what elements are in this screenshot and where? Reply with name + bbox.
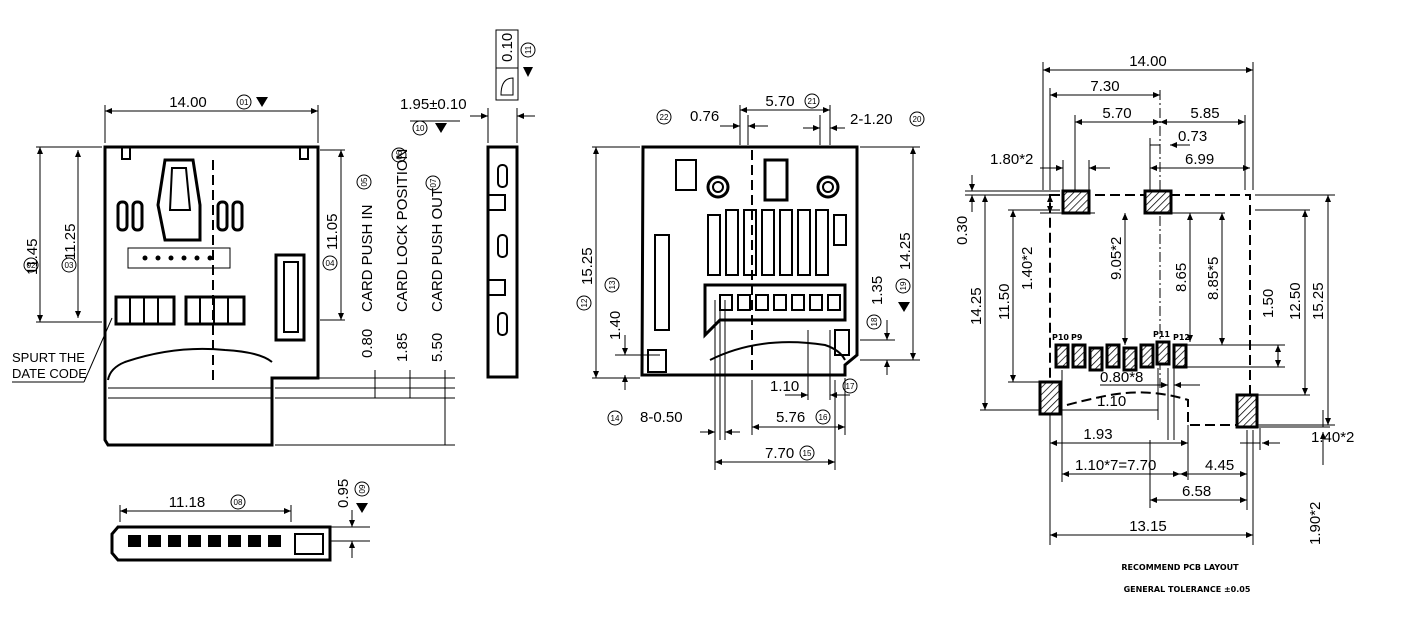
dim-h2: 11.25: [62, 224, 79, 260]
dim-w585: 5.85: [1190, 105, 1219, 122]
dim-w770: 1.10*7=7.70: [1075, 457, 1156, 474]
dim-height: 0.95: [335, 479, 352, 508]
svg-text:16: 16: [819, 413, 828, 422]
svg-text:06: 06: [395, 150, 404, 159]
dim-length: 11.18: [169, 494, 205, 511]
pad-label-p11: P11: [1153, 330, 1170, 339]
dim-d13: 1.40: [607, 311, 624, 340]
dim-v905: 9.05*2: [1108, 237, 1125, 280]
svg-text:14: 14: [611, 414, 620, 423]
dim-v1525: 15.25: [1310, 282, 1327, 320]
pad-label-p10: P10: [1052, 333, 1069, 342]
push-in-label: CARD PUSH IN: [359, 204, 376, 312]
dim-w730: 7.30: [1090, 78, 1119, 95]
svg-text:09: 09: [358, 484, 367, 493]
svg-text:07: 07: [429, 178, 438, 187]
dim-v1425: 14.25: [968, 287, 985, 325]
vent-slots: [116, 200, 244, 232]
dim-d20: 2-1.20: [850, 111, 893, 128]
svg-text:12: 12: [580, 298, 589, 307]
svg-text:10: 10: [416, 124, 425, 133]
svg-text:15: 15: [803, 449, 812, 458]
lock-label: CARD LOCK POSITION: [394, 149, 411, 312]
svg-text:17: 17: [846, 382, 855, 391]
dim-width: 14.00: [169, 94, 207, 111]
front-body-outline: [103, 145, 320, 447]
svg-text:22: 22: [660, 113, 669, 122]
svg-text:11: 11: [524, 45, 533, 54]
dim-v030: 0.30: [954, 216, 971, 245]
side-view: 0.10 11 1.95±0.10 10: [400, 29, 536, 379]
dim-w193: 1.93: [1083, 426, 1112, 443]
dim-w699: 6.99: [1185, 151, 1214, 168]
top-contacts: [707, 209, 847, 276]
svg-text:20: 20: [913, 115, 922, 124]
push-in-dim: 0.80: [359, 329, 376, 358]
svg-text:19: 19: [899, 281, 908, 290]
dim-v865: 8.65: [1173, 263, 1190, 292]
dim-w1400: 14.00: [1129, 53, 1167, 70]
dim-w658: 6.58: [1182, 483, 1211, 500]
dim-w110: 1.10: [1097, 393, 1126, 410]
dim-thickness: 1.95±0.10: [400, 96, 467, 113]
pcb-layout-view: P10 P9 P11 P12 14.00 7.30 5.70 5.85 0.73…: [954, 53, 1354, 594]
dim-w140b: 1.40*2: [1311, 429, 1354, 446]
dim-v190: 1.90*2: [1307, 502, 1324, 545]
dim-d22: 0.76: [690, 108, 719, 125]
contact-blocks: [114, 295, 246, 326]
dim-w570: 5.70: [1102, 105, 1131, 122]
push-out-label: CARD PUSH OUT: [429, 188, 446, 312]
svg-text:03: 03: [65, 261, 74, 270]
dim-v1250: 12.50: [1287, 282, 1304, 320]
dim-v150: 1.50: [1260, 289, 1277, 318]
dim-v1150: 11.50: [996, 284, 1013, 320]
flatness-value: 0.10: [499, 33, 516, 62]
push-out-dim: 5.50: [429, 333, 446, 362]
svg-text:18: 18: [870, 317, 879, 326]
dim-h1: 11.45: [24, 239, 41, 275]
svg-text:01: 01: [240, 98, 249, 107]
pcb-pads: [1038, 189, 1259, 429]
dim-d17: 1.10: [770, 378, 799, 395]
dim-h3: 11.05: [324, 214, 341, 250]
dim-d12: 15.25: [579, 247, 596, 285]
pcb-caption-title: RECOMMEND PCB LAYOUT: [1121, 563, 1239, 572]
note-line-2: DATE CODE: [12, 366, 87, 381]
svg-text:08: 08: [234, 498, 243, 507]
dim-w080: 0.80*8: [1100, 369, 1143, 386]
svg-text:05: 05: [360, 177, 369, 186]
date-code-area: [127, 247, 231, 269]
top-body: [640, 145, 859, 377]
front-view: 14.00 01 11.45 02 11.25 03 11.05 04 0.80…: [12, 94, 455, 447]
card-edge: [107, 347, 273, 381]
top-view: 22 0.76 5.70 21 2-1.20 20 15.25 12 1.40 …: [576, 93, 925, 470]
svg-text:02: 02: [27, 261, 36, 270]
svg-text:04: 04: [326, 259, 335, 268]
dim-w1315: 13.15: [1129, 518, 1167, 535]
card-lock-spring: [156, 158, 202, 242]
dim-d15: 7.70: [765, 445, 794, 462]
dim-d18: 1.35: [869, 276, 886, 305]
dim-d21: 5.70: [765, 93, 794, 110]
svg-text:21: 21: [808, 97, 817, 106]
pad-label-p9: P9: [1071, 333, 1083, 342]
dim-d19: 14.25: [897, 232, 914, 270]
dim-w073: 0.73: [1178, 128, 1207, 145]
dim-w445: 4.45: [1205, 457, 1234, 474]
dim-v140: 1.40*2: [1019, 247, 1036, 290]
svg-text:13: 13: [608, 280, 617, 289]
pad-label-p12: P12: [1173, 333, 1190, 342]
dim-w180: 1.80*2: [990, 151, 1033, 168]
dim-v885: 8.85*5: [1205, 257, 1222, 300]
bottom-view: 11.18 08 0.95 09: [110, 479, 370, 562]
dim-d14: 8-0.50: [640, 409, 683, 426]
dim-d16: 5.76: [776, 409, 805, 426]
note-line-1: SPURT THE: [12, 350, 85, 365]
pcb-caption-tolerance: GENERAL TOLERANCE ±0.05: [1124, 585, 1251, 594]
lock-dim: 1.85: [394, 333, 411, 362]
pcb-footprint-outline: [1049, 194, 1251, 426]
side-body: [486, 145, 519, 379]
